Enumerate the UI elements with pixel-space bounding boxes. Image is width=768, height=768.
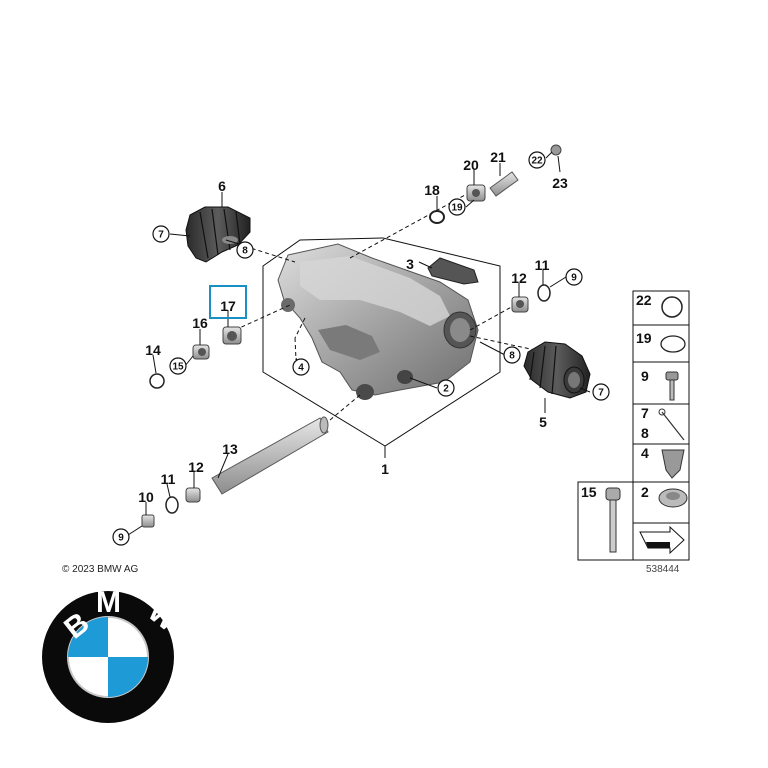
bushing-part-17[interactable] bbox=[222, 326, 242, 345]
washer-part-18[interactable] bbox=[429, 210, 445, 224]
callout-p22[interactable]: 22 bbox=[528, 151, 546, 169]
housing-frame bbox=[262, 237, 501, 447]
callout-number: 23 bbox=[552, 175, 568, 191]
nut-part-10[interactable] bbox=[141, 514, 155, 528]
callout-p1[interactable]: 1 bbox=[381, 461, 389, 477]
nut-part-23[interactable] bbox=[550, 144, 562, 156]
legend-number: 9 bbox=[641, 368, 649, 384]
copyright-text: © 2023 BMW AG bbox=[62, 564, 139, 575]
shield-plate[interactable] bbox=[427, 257, 479, 285]
callout-p12b[interactable]: 12 bbox=[511, 270, 527, 286]
bmw-logo[interactable]: B M W bbox=[42, 586, 185, 723]
callout-p8a[interactable]: 8 bbox=[236, 241, 254, 259]
bushing-part-12-left[interactable] bbox=[185, 487, 201, 503]
callout-number: 9 bbox=[118, 533, 124, 544]
callout-number: 22 bbox=[531, 156, 543, 167]
callout-p13[interactable]: 13 bbox=[222, 441, 238, 457]
bmw-letter-m: M bbox=[96, 586, 121, 619]
circlip-part-14[interactable] bbox=[149, 373, 165, 389]
callout-p11a[interactable]: 11 bbox=[161, 471, 176, 487]
document-number: 538444 bbox=[646, 564, 680, 575]
legend-cable-tie-icon bbox=[661, 411, 685, 441]
callout-number: 3 bbox=[406, 256, 414, 272]
callout-p21[interactable]: 21 bbox=[490, 149, 506, 165]
callout-p14[interactable]: 14 bbox=[145, 342, 161, 358]
legend-clip-icon bbox=[661, 449, 685, 479]
legend-number: 8 bbox=[641, 425, 649, 441]
callout-number: 8 bbox=[242, 246, 248, 257]
rear-axle-housing[interactable] bbox=[277, 243, 479, 400]
axle-shaft[interactable] bbox=[211, 416, 329, 495]
legend-number: 15 bbox=[581, 484, 597, 500]
callout-number: 5 bbox=[539, 414, 547, 430]
callout-number: 1 bbox=[381, 461, 389, 477]
rubber-boot-lower[interactable] bbox=[523, 341, 591, 399]
legend-bolt-icon bbox=[665, 371, 679, 401]
callout-p7b[interactable]: 7 bbox=[592, 383, 610, 401]
callout-number: 11 bbox=[535, 257, 550, 273]
callout-number: 10 bbox=[138, 489, 154, 505]
callout-p5[interactable]: 5 bbox=[539, 414, 547, 430]
legend-number: 22 bbox=[636, 292, 652, 308]
callout-p7a[interactable]: 7 bbox=[152, 225, 170, 243]
callout-p3[interactable]: 3 bbox=[406, 256, 414, 272]
callout-p2[interactable]: 2 bbox=[437, 379, 455, 397]
legend-panel bbox=[577, 290, 690, 561]
legend-circlip-icon bbox=[661, 296, 683, 318]
legend-number: 19 bbox=[636, 330, 652, 346]
callout-number: 16 bbox=[192, 315, 208, 331]
legend-oring-icon bbox=[660, 335, 686, 353]
legend-number: 2 bbox=[641, 484, 649, 500]
callout-p9a[interactable]: 9 bbox=[112, 528, 130, 546]
legend-grommet-icon bbox=[658, 488, 688, 508]
callout-p16[interactable]: 16 bbox=[192, 315, 208, 331]
callout-p17[interactable]: 17 bbox=[220, 298, 236, 314]
legend-arrow-icon bbox=[639, 525, 685, 555]
callout-number: 9 bbox=[571, 273, 577, 284]
callout-number: 13 bbox=[222, 441, 238, 457]
highlight-box-17 bbox=[209, 285, 247, 319]
callout-p11b[interactable]: 11 bbox=[535, 257, 550, 273]
callout-number: 12 bbox=[511, 270, 527, 286]
callout-number: 21 bbox=[490, 149, 506, 165]
bushing-part-16[interactable] bbox=[192, 344, 210, 360]
callout-number: 12 bbox=[188, 459, 204, 475]
callout-p18[interactable]: 18 bbox=[424, 182, 440, 198]
callout-number: 20 bbox=[463, 157, 479, 173]
callout-p12a[interactable]: 12 bbox=[188, 459, 204, 475]
callout-number: 11 bbox=[161, 471, 176, 487]
legend-number: 7 bbox=[641, 405, 649, 421]
callout-p8b[interactable]: 8 bbox=[503, 346, 521, 364]
ring-part-11-right[interactable] bbox=[537, 284, 551, 302]
callout-number: 8 bbox=[509, 351, 515, 362]
callout-number: 4 bbox=[298, 363, 304, 374]
callout-number: 14 bbox=[145, 342, 161, 358]
pin-part-21[interactable] bbox=[489, 171, 519, 197]
legend-number: 4 bbox=[641, 445, 649, 461]
callout-p10[interactable]: 10 bbox=[138, 489, 154, 505]
callout-p4[interactable]: 4 bbox=[292, 358, 310, 376]
rubber-boot-upper[interactable] bbox=[185, 206, 251, 263]
bushing-part-20[interactable] bbox=[466, 184, 486, 202]
bushing-part-12-right[interactable] bbox=[511, 296, 529, 313]
callout-p9b[interactable]: 9 bbox=[565, 268, 583, 286]
callout-number: 19 bbox=[451, 203, 463, 214]
legend-screw-icon bbox=[605, 487, 621, 553]
callout-number: 18 bbox=[424, 182, 440, 198]
callout-p15[interactable]: 15 bbox=[169, 357, 187, 375]
callout-number: 17 bbox=[220, 298, 236, 314]
callout-p20[interactable]: 20 bbox=[463, 157, 479, 173]
callout-p6[interactable]: 6 bbox=[218, 178, 226, 194]
callout-number: 2 bbox=[443, 384, 449, 395]
callout-number: 7 bbox=[598, 388, 604, 399]
callout-number: 7 bbox=[158, 230, 164, 241]
callout-number: 15 bbox=[172, 362, 184, 373]
ring-part-11-left[interactable] bbox=[165, 496, 179, 514]
callout-p19[interactable]: 19 bbox=[448, 198, 466, 216]
callout-p23[interactable]: 23 bbox=[552, 175, 568, 191]
callout-number: 6 bbox=[218, 178, 226, 194]
